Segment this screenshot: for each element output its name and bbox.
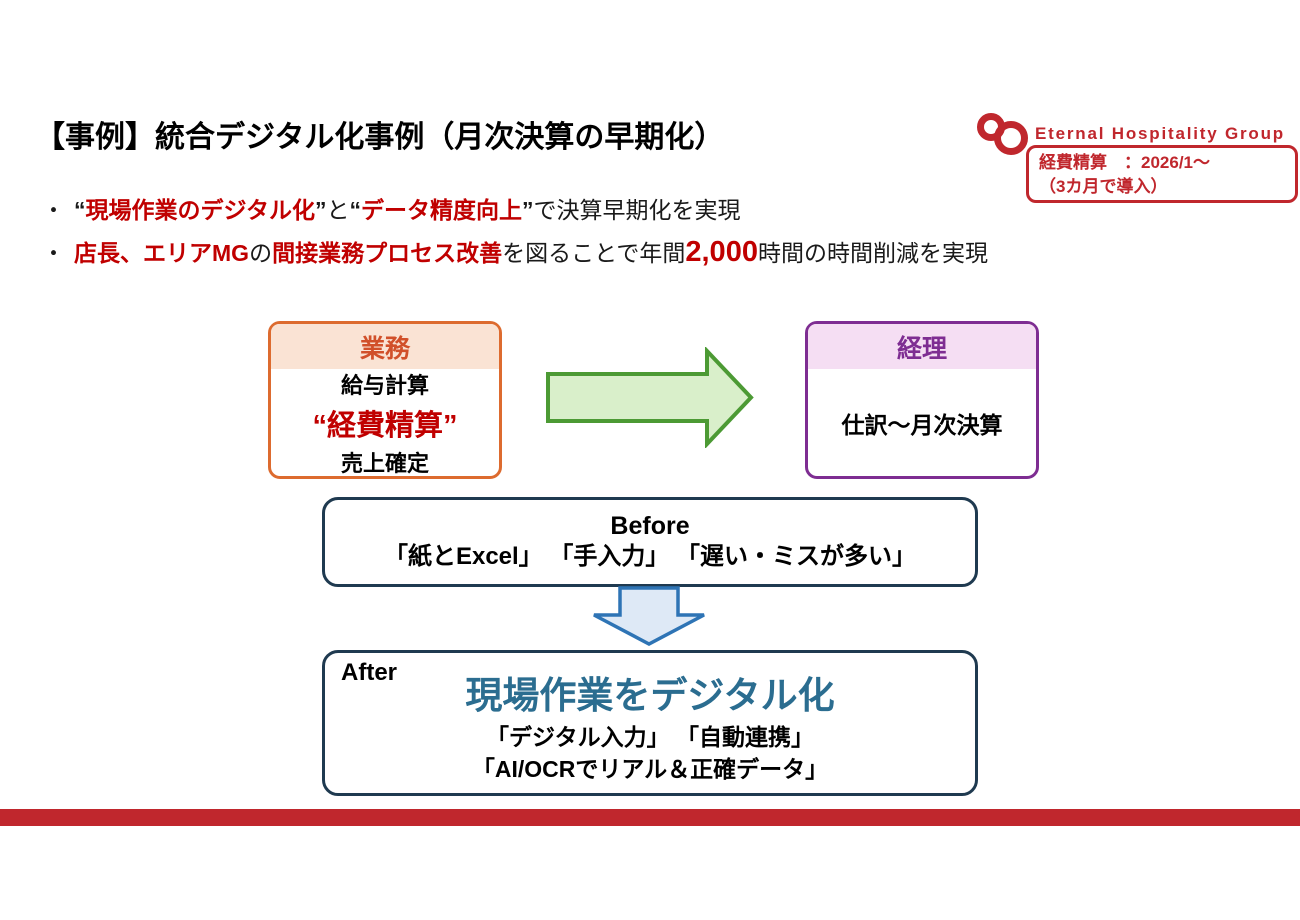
flow-box-keiri-body: 仕訳～月次決算 xyxy=(841,411,1003,438)
bullet-text: を図ることで年間 xyxy=(502,240,686,266)
before-box: Before 「紙とExcel」 「手入力」 「遅い・ミスが多い」 xyxy=(322,497,978,587)
flow-box-gyomu: 業務 給与計算 “経費精算” 売上確定 xyxy=(268,321,502,479)
before-label: Before xyxy=(610,512,690,540)
after-line-1: 「デジタル入力」 「自動連携」 xyxy=(486,724,814,750)
bullet-1: ・“現場作業のデジタル化”と“データ精度向上”で決算早期化を実現 xyxy=(42,193,741,227)
badge-line-2: （3カ月で導入） xyxy=(1039,177,1168,196)
quote-open: “ xyxy=(74,197,86,223)
page-title: 【事例】統合デジタル化事例（月次決算の早期化） xyxy=(35,121,725,154)
quote-close: ” xyxy=(315,197,327,223)
highlight-text: データ精度向上 xyxy=(361,197,523,223)
footer-accent-bar xyxy=(0,809,1300,826)
highlight-text: 店長、エリアMG xyxy=(74,240,250,266)
schedule-badge: 経費精算 ：2026/1～ （3カ月で導入） xyxy=(1026,145,1298,203)
double-ring-infinity-icon xyxy=(977,113,1028,155)
bullet-text: と xyxy=(326,197,350,223)
logo-text: Eternal Hospitality Group xyxy=(1035,124,1285,143)
highlight-text: 現場作業のデジタル化 xyxy=(85,197,316,223)
bullet-text: の xyxy=(249,240,273,266)
bullet-marker: ・ xyxy=(42,197,65,223)
quote-open: “ xyxy=(349,197,362,223)
bullet-text: 時間の時間削減を実現 xyxy=(757,240,988,266)
bullet-text: で決算早期化を実現 xyxy=(533,197,741,223)
bullet-marker: ・ xyxy=(42,240,65,266)
flow-arrow-right-icon xyxy=(546,347,754,448)
gyomu-item-sales: 売上確定 xyxy=(340,450,429,476)
after-label: After xyxy=(341,659,398,686)
after-line-2: 「AI/OCRでリアル＆正確データ」 xyxy=(471,756,829,782)
highlight-number: 2,000 xyxy=(685,236,758,268)
badge-line-1: 経費精算 ：2026/1～ xyxy=(1039,153,1210,172)
after-headline: 現場作業をデジタル化 xyxy=(465,675,835,716)
gyomu-item-expense: “経費精算” xyxy=(312,409,458,442)
flow-box-gyomu-body: 給与計算 “経費精算” 売上確定 xyxy=(271,369,499,476)
bullet-2: ・店長、エリアMGの間接業務プロセス改善を図ることで年間2,000時間の時間削減… xyxy=(42,235,988,270)
gyomu-item-payroll: 給与計算 xyxy=(340,372,429,398)
logo: Eternal Hospitality Group xyxy=(973,110,1293,160)
quote-close: ” xyxy=(522,197,534,223)
highlight-text: 間接業務プロセス改善 xyxy=(272,240,503,266)
flow-box-gyomu-header: 業務 xyxy=(271,324,499,369)
after-box: After 現場作業をデジタル化 「デジタル入力」 「自動連携」 「AI/OCR… xyxy=(322,650,978,796)
flow-arrow-down-icon xyxy=(593,586,705,646)
before-items: 「紙とExcel」 「手入力」 「遅い・ミスが多い」 xyxy=(383,543,917,570)
flow-box-keiri-header: 経理 xyxy=(808,324,1036,369)
flow-box-keiri: 経理 仕訳～月次決算 xyxy=(805,321,1039,479)
